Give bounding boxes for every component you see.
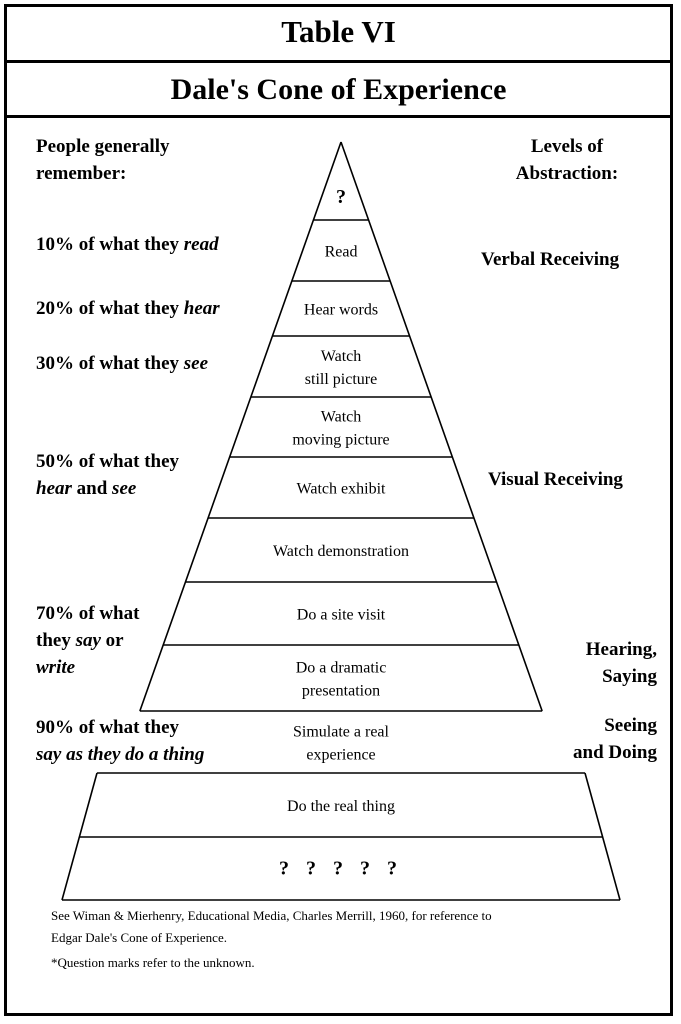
cone-left-edge	[139, 141, 342, 712]
cone-segment-label: Do the real thing	[287, 798, 395, 815]
level-hearing-saying: Hearing, Saying	[585, 639, 657, 687]
remember-say-do: 90% of what they say as they do a thing	[36, 717, 205, 765]
footnote-reference-2: Edgar Dale's Cone of Experience.	[51, 930, 227, 945]
cone-segment-label: Watch demonstration	[273, 543, 409, 560]
cone-title: Dale's Cone of Experience	[4, 63, 673, 118]
left-header-line-2: remember:	[36, 163, 127, 184]
cone-outline	[61, 141, 621, 901]
cone-segment-label: Hear words	[304, 302, 378, 319]
right-header-line-2: Abstraction:	[515, 163, 619, 184]
remember-hear-see: 50% of what they hear and see	[36, 451, 180, 499]
remember-read: 10% of what they read	[36, 234, 219, 255]
cone-segment-label: Read	[325, 244, 358, 261]
level-verbal-receiving: Verbal Receiving	[481, 249, 620, 270]
level-visual-receiving: Visual Receiving	[488, 469, 623, 490]
cone-segment-label: presentation	[302, 683, 380, 700]
right-header: Levels of Abstraction:	[494, 133, 640, 187]
left-header-line-1: People generally	[36, 136, 170, 157]
level-seeing-doing: Seeing and Doing	[573, 715, 657, 763]
right-header-line-1: Levels of	[530, 136, 604, 157]
remember-say-write: 70% of what they say or write	[36, 603, 140, 678]
left-header: People generally remember:	[36, 133, 170, 187]
table-title: Table VI	[4, 4, 673, 63]
cone-segment-label: still picture	[305, 371, 377, 388]
cone-segment-label: Do a site visit	[297, 607, 386, 624]
cone-segment-label: Watch	[321, 348, 361, 365]
footnote-reference-1: See Wiman & Mierhenry, Educational Media…	[51, 908, 492, 923]
cone-segment-label: experience	[306, 747, 375, 764]
cone-segment-label: Watch exhibit	[297, 481, 386, 498]
remember-see: 30% of what they see	[36, 353, 209, 374]
cone-segment-label: Simulate a real	[293, 724, 390, 741]
cone-segment-label: moving picture	[292, 432, 389, 449]
remember-hear: 20% of what they hear	[36, 298, 220, 319]
table-frame	[4, 4, 673, 1016]
cone-segment-label: Watch	[321, 409, 361, 426]
cone-segment-label: Do a dramatic	[296, 660, 387, 677]
footnote-question-marks: *Question marks refer to the unknown.	[51, 955, 255, 970]
cone-segment-label: ? ? ? ? ?	[279, 858, 403, 880]
cone-right-edge	[340, 141, 543, 712]
cone-segment-label: ?	[336, 186, 346, 208]
